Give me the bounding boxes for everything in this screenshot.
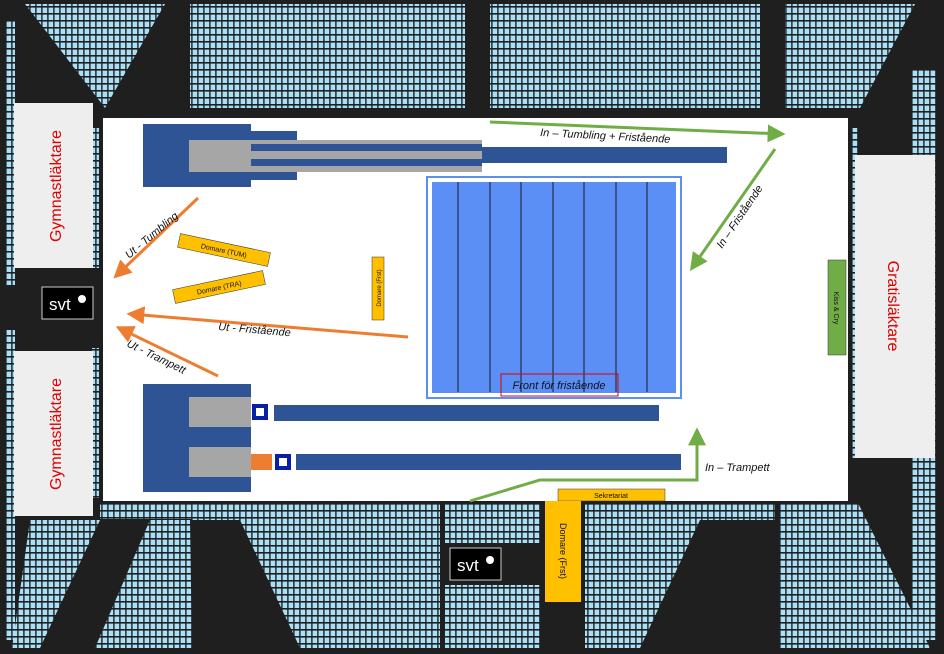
judge-floor-bottom-label: Domare (Frst) (558, 523, 568, 579)
svt-logo-bottom: svt (449, 547, 502, 581)
secretariat-label: Sekretariat (594, 493, 628, 500)
stand-left-top (14, 103, 93, 268)
in-floor-arrow (689, 148, 777, 271)
stand-right-label: Gratisläktare (884, 261, 901, 352)
seating-block (92, 128, 99, 268)
seating-block (190, 4, 465, 108)
seating-block (92, 348, 99, 498)
judge-floor-center: Domare (Frst) (371, 256, 385, 321)
seating-block (6, 330, 15, 640)
tumbling-track (143, 124, 727, 187)
seating-block (100, 503, 200, 519)
svt-logo-left: svt (41, 286, 94, 320)
floor-front-label: Front för fristående (513, 380, 606, 392)
out-trampoline-arrow (115, 326, 219, 378)
kiss-and-cry-label: Kiss & Cry (832, 292, 839, 325)
kiss-and-cry: Kiss & Cry (827, 259, 847, 356)
seating-block (490, 4, 760, 108)
judge-floor-center-label: Domare (Frst) (377, 269, 383, 306)
svt-star-icon (78, 295, 86, 303)
stand-left-top-label: Gymnastläktare (48, 130, 65, 242)
out-floor-arrow (126, 306, 409, 339)
stand-left-bottom-label: Gymnastläktare (48, 378, 65, 490)
seating-block (445, 585, 540, 648)
in-tumbling-floor-arrow (489, 120, 786, 143)
stand-right (855, 155, 935, 458)
in-trampoline-arrow (469, 427, 706, 503)
secretariat: Sekretariat (557, 488, 666, 502)
trampoline-tracks (143, 384, 681, 492)
stand-left-bottom (14, 351, 93, 516)
seating-block (445, 503, 540, 543)
svt-logo-left-text: svt (49, 295, 71, 314)
seating-block (785, 4, 915, 108)
exit-routes (113, 196, 409, 378)
in-trampoline-label: In – Trampett (705, 462, 771, 474)
entry-routes (469, 120, 786, 503)
judge-floor-bottom: Domare (Frst) (545, 501, 581, 602)
seating-block (780, 503, 930, 648)
svt-star-icon (486, 556, 494, 564)
svt-logo-bottom-text: svt (457, 556, 479, 575)
seating-block (6, 20, 15, 285)
floor-exercise-area: Front för fristående (426, 176, 682, 399)
out-tumbling-arrow (113, 196, 200, 279)
